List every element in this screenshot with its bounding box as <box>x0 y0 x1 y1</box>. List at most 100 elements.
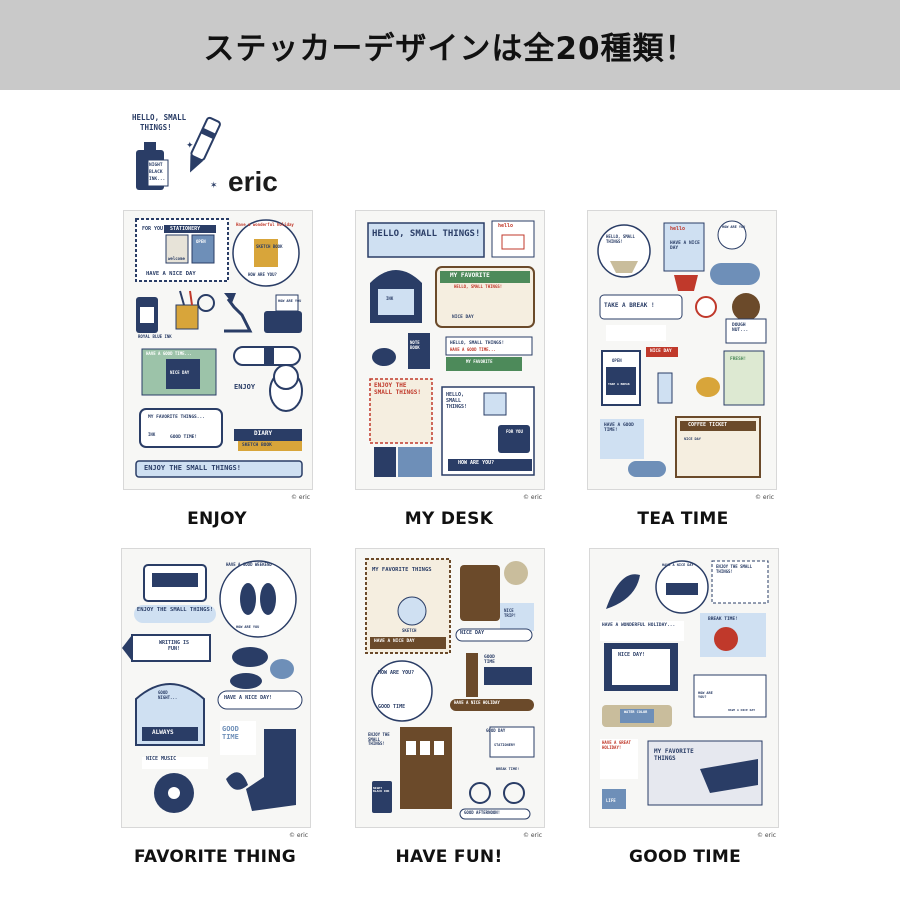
sticker-text-break-time: BREAK TIME! <box>708 617 738 622</box>
sheet-label-tea-time: TEA TIME <box>637 509 729 529</box>
sticker-text-dough-nut: DOUGH NUT... <box>732 323 749 334</box>
sticker-text-fresh: FRESH! <box>730 357 747 362</box>
sticker-text-good-time: GOOD TIME <box>222 725 239 742</box>
sticker-text-have-a-nice-day-2: HAVE A NICE DAY <box>728 708 756 712</box>
sticker-text-have-a-great-holiday: HAVE A GREAT HOLIDAY! <box>602 740 631 750</box>
sticker-text-nice-day: NICE DAY! <box>618 652 646 658</box>
sticker-text-good-time: GOOD TIME <box>378 704 406 710</box>
sticker-text-take-a-break: TAKE A BREAK ! <box>604 302 655 309</box>
svg-text:INK...: INK... <box>149 176 165 182</box>
sticker-text-hello: hello <box>670 226 686 232</box>
sticker-text-note-book: NOTE BOOK <box>410 340 420 350</box>
sticker-text-my-favorite: MY FAVORITE <box>450 272 490 279</box>
sticker-text-how-are-you: HOW ARE YOU? <box>698 691 713 700</box>
sheet-label-enjoy: ENJOY <box>187 509 247 529</box>
svg-text:THINGS!: THINGS! <box>140 123 172 132</box>
sticker-text-how-are-you: HOW ARE YOU <box>236 625 260 629</box>
sheet-copyright-tea-time: © eric <box>755 494 775 501</box>
sticker-text-my-favorite-2: MY FAVORITE <box>466 359 493 364</box>
sticker-text-have-a-nice-day: HAVE A NICE DAY <box>662 563 694 567</box>
svg-text:✦: ✦ <box>186 141 194 151</box>
sticker-text-stationery: STATIONERY <box>494 743 516 747</box>
sticker-sheet-good-time: HAVE A NICE DAY ENJOY THE SMALL THINGS! … <box>589 548 779 828</box>
sticker-text-ink: INK <box>386 296 394 301</box>
sticker-text-open: OPEN <box>196 239 206 244</box>
sticker-text-my-favorite-things: MY FAVORITE THINGS <box>654 748 694 762</box>
sheet-copyright-enjoy: © eric <box>291 494 311 501</box>
sticker-text-have-a-nice-day: HAVE A NICE DAY <box>374 639 415 644</box>
ink-bottle-pen-icon: HELLO, SMALL THINGS! NIGHT BLACK INK... … <box>132 113 221 191</box>
sticker-text-nice-trip: NICE TRIP! <box>504 608 517 618</box>
brand-logo: HELLO, SMALL THINGS! NIGHT BLACK INK... … <box>128 108 298 203</box>
sticker-text-for-you: FOR YOU <box>142 226 164 232</box>
sticker-text-sketch-book: SKETCH BOOK <box>256 244 283 249</box>
sticker-text-hello-small-things-2: HELLO, SMALL THINGS! <box>454 284 503 289</box>
sticker-text-have-a-good-time: HAVE A GOOD TIME... <box>146 351 192 356</box>
sticker-text-holiday: Have a wonderful holiday <box>236 222 294 227</box>
sticker-text-take-a-break-2: TAKE A BREAK <box>608 382 630 386</box>
sticker-text-break-time: BREAK TIME! <box>496 767 520 771</box>
sticker-text-hello-small-things-3: HELLO, SMALL THINGS! <box>450 341 505 346</box>
sticker-text-how-are-you: HOW ARE YOU <box>722 225 746 229</box>
sticker-sheet-favorite-thing: ENJOY THE SMALL THINGS! HAVE A GOOD WEEK… <box>121 548 311 828</box>
sticker-text-how-are-you: HOW ARE YOU? <box>248 272 277 277</box>
sticker-text-have-a-nice-day: HAVE A NICE DAY <box>670 241 700 252</box>
sheet-copyright-good-time: © eric <box>757 832 777 839</box>
sticker-text-water-color: WATER COLOR <box>624 710 648 714</box>
sheet-copyright-favorite-thing: © eric <box>289 832 309 839</box>
sticker-text-open: OPEN <box>612 358 622 363</box>
banner-title: ステッカーデザインは全20種類！ <box>203 30 697 67</box>
sticker-text-nice-day: NICE DAY <box>650 349 672 354</box>
sticker-text-nice-day: NICE DAY <box>460 630 485 636</box>
sticker-text-welcome: welcome <box>168 256 185 261</box>
sticker-text-hello-small-things-4: HELLO, SMALL THINGS! <box>446 392 468 410</box>
sticker-text-nice-music: NICE MUSIC <box>146 756 177 762</box>
sheet-label-have-fun: HAVE FUN! <box>395 847 503 867</box>
sheet-copyright-my-desk: © eric <box>523 494 543 501</box>
sticker-text-good-afternoon: GOOD AFTERNOON! <box>464 810 501 815</box>
sticker-sheet-art <box>135 218 303 478</box>
sticker-text-good-night: GOOD NIGHT... <box>158 690 178 700</box>
sticker-text-good-time: GOOD TIME! <box>170 435 198 440</box>
sticker-text-sketch-book-2: SKETCH BOOK <box>242 443 272 448</box>
sticker-text-hello-small-things: HELLO, SMALL THINGS! <box>606 234 635 244</box>
sticker-text-for-you: FOR YOU <box>506 429 523 434</box>
sticker-text-enjoy-small-things: ENJOY THE SMALL THINGS! <box>144 464 241 472</box>
sticker-text-have-a-nice-holiday: HAVE A NICE HOLIDAY <box>454 700 500 705</box>
sticker-text-always: ALWAYS <box>152 729 174 736</box>
sticker-text-nice-day-2: NICE DAY <box>684 437 701 441</box>
svg-text:BLACK: BLACK <box>149 169 163 175</box>
brand-name: eric <box>228 166 278 197</box>
sticker-text-enjoy-small-things: ENJOY THE SMALL THINGS! <box>136 607 214 613</box>
sheet-label-my-desk: MY DESK <box>404 509 494 529</box>
sticker-text-have-a-good-time: HAVE A GOOD TIME... <box>450 347 496 352</box>
sheet-label-good-time: GOOD TIME <box>628 847 742 867</box>
sticker-text-good-time-2: GOOD TIME <box>484 655 495 666</box>
sticker-sheet-enjoy: FOR YOU STATIONERY OPEN welcome HAVE A N… <box>123 210 313 490</box>
sticker-sheet-art <box>365 558 535 820</box>
sticker-text-my-favorite: MY FAVORITE THINGS... <box>148 415 205 420</box>
sticker-text-have-a-good-time: HAVE A GOOD TIME! <box>604 423 634 434</box>
svg-text:NIGHT: NIGHT <box>149 162 163 168</box>
sticker-sheet-have-fun: MY FAVORITE THINGS SKETCH HAVE A NICE DA… <box>355 548 545 828</box>
sticker-text-how-are-you: HOW ARE YOU? <box>378 670 415 676</box>
sticker-sheet-art <box>367 220 535 477</box>
sticker-text-enjoy-small-things: ENJOY THE SMALL THINGS! <box>716 564 753 574</box>
sticker-text-enjoy: ENJOY <box>234 383 256 391</box>
sticker-text-sketch: SKETCH <box>402 628 417 633</box>
svg-text:✶: ✶ <box>210 181 218 191</box>
sticker-text-coffee-ticket: COFFEE TICKET <box>688 422 728 428</box>
sticker-text-how-are-you: HOW ARE YOU? <box>458 460 495 466</box>
sticker-sheet-art <box>122 560 303 813</box>
sticker-text-good-day: GOOD DAY <box>486 728 506 733</box>
sticker-text-my-favorite-things: MY FAVORITE THINGS <box>372 567 432 573</box>
sticker-text-have-a-nice-day: HAVE A NICE DAY! <box>224 695 273 701</box>
sticker-text-have-a-nice-day: HAVE A NICE DAY <box>146 271 196 277</box>
sticker-text-nice-day: NICE DAY <box>452 315 474 320</box>
sticker-sheet-art <box>600 560 769 809</box>
sticker-text-night-black-ink: NIGHT BLACK INK <box>373 786 390 794</box>
sticker-text-nice-day: NICE DAY <box>170 370 190 375</box>
sticker-text-hello: hello <box>498 223 514 229</box>
sticker-text-ink: INK <box>148 432 156 437</box>
sheet-label-favorite-thing: FAVORITE THING <box>133 847 297 867</box>
